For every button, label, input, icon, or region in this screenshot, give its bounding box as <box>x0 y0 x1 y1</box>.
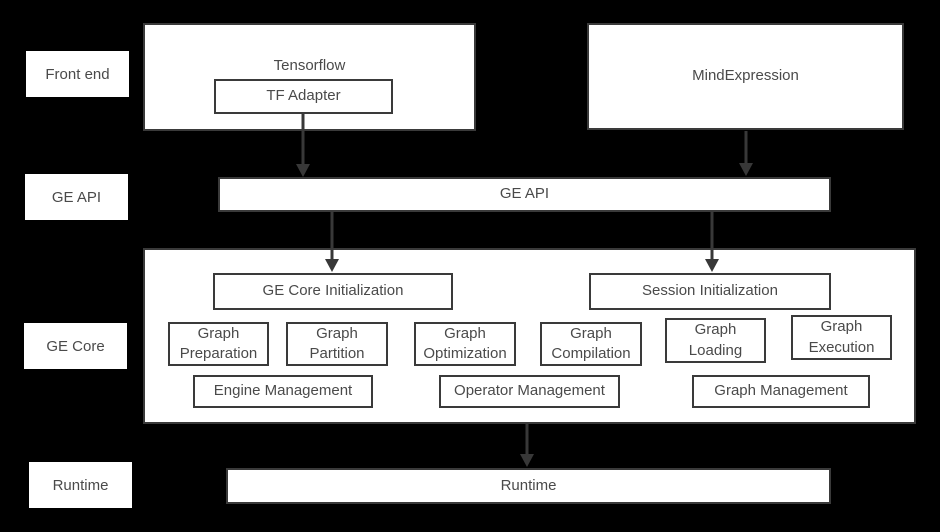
operator-management-label: Operator Management <box>454 382 605 400</box>
graph-execution-label: Graph Execution <box>808 318 875 356</box>
graph-preparation-label: Graph Preparation <box>179 324 258 362</box>
layer-label-front-end: Front end <box>26 51 129 97</box>
session-initialization-label: Session Initialization <box>642 282 778 300</box>
layer-label-runtime: Runtime <box>29 462 132 508</box>
arrow-head-icon <box>520 454 534 467</box>
operator-management-box: Operator Management <box>439 375 620 408</box>
arrow-ge-api-to-ge-core-initialization <box>324 212 340 272</box>
graph-partition-label: Graph Partition <box>309 324 365 362</box>
engine-management-label: Engine Management <box>213 382 353 400</box>
arrow-mindexpression-to-ge-api <box>738 131 754 176</box>
arrow-head-icon <box>739 163 753 176</box>
tensorflow-label: Tensorflow <box>273 57 346 74</box>
graph-optimization-box: Graph Optimization <box>414 322 516 366</box>
layer-label-ge-core: GE Core <box>24 323 127 369</box>
ge-core-initialization-box: GE Core Initialization <box>213 273 453 310</box>
tf-adapter-label: TF Adapter <box>266 87 341 105</box>
arrow-head-icon <box>296 164 310 177</box>
arrow-line <box>525 424 529 456</box>
graph-management-box: Graph Management <box>692 375 870 408</box>
session-initialization-box: Session Initialization <box>589 273 831 310</box>
arrow-line <box>744 131 748 165</box>
ge-core-box: GE Core Initialization Session Initializ… <box>143 248 916 424</box>
tf-adapter-box: TF Adapter <box>214 79 393 114</box>
runtime-bar-label: Runtime <box>500 476 557 494</box>
graph-management-label: Graph Management <box>714 382 848 400</box>
graph-execution-box: Graph Execution <box>791 315 892 360</box>
arrow-line <box>710 212 714 261</box>
tensorflow-box: Tensorflow TF Adapter <box>143 23 476 131</box>
arrow-head-icon <box>705 259 719 272</box>
arrow-ge-core-to-runtime <box>519 424 535 467</box>
graph-optimization-label: Graph Optimization <box>423 324 507 362</box>
graph-partition-box: Graph Partition <box>286 322 388 366</box>
runtime-bar: Runtime <box>226 468 831 504</box>
arrow-ge-api-to-session-initialization <box>704 212 720 272</box>
ge-api-bar-label: GE API <box>499 185 550 203</box>
graph-loading-box: Graph Loading <box>665 318 766 363</box>
arrow-tf-adapter-to-ge-api <box>295 114 311 177</box>
layer-label-ge-api: GE API <box>25 174 128 220</box>
graph-preparation-box: Graph Preparation <box>168 322 269 366</box>
arrow-line <box>330 212 334 261</box>
ge-core-initialization-label: GE Core Initialization <box>262 282 404 300</box>
graph-loading-label: Graph Loading <box>688 321 743 359</box>
mindexpression-label: MindExpression <box>692 67 799 85</box>
arrow-head-icon <box>325 259 339 272</box>
graph-compilation-box: Graph Compilation <box>540 322 642 366</box>
ge-api-bar: GE API <box>218 177 831 212</box>
mindexpression-box: MindExpression <box>587 23 904 130</box>
arrow-line <box>301 114 305 166</box>
engine-management-box: Engine Management <box>193 375 373 408</box>
graph-compilation-label: Graph Compilation <box>551 324 631 362</box>
